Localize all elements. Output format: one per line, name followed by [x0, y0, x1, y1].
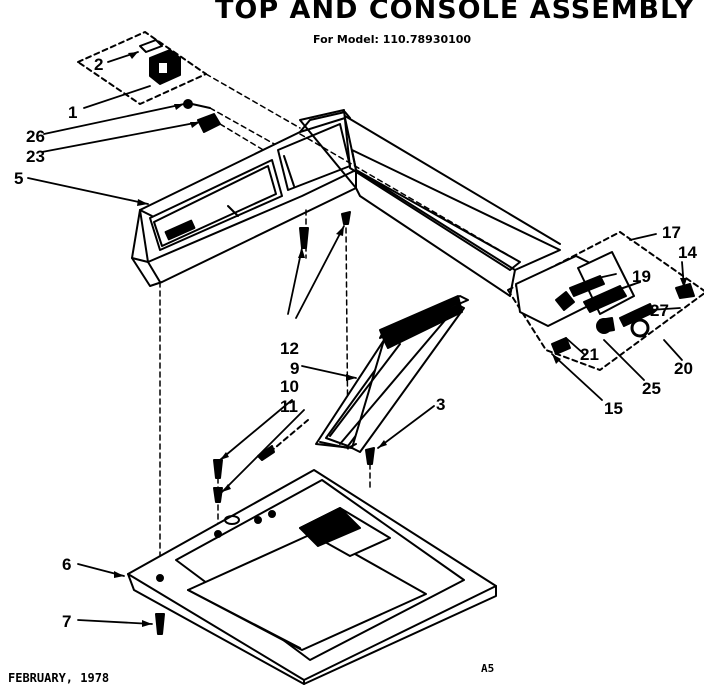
callout-20: 20: [674, 359, 693, 378]
callout-14: 14: [678, 243, 697, 262]
screw-part-26: [183, 99, 211, 109]
callout-6: 6: [62, 555, 71, 574]
callout-15: 15: [604, 399, 623, 418]
callout-25: 25: [642, 379, 661, 398]
callout-23: 23: [26, 147, 45, 166]
callout-7: 7: [62, 612, 71, 631]
callout-21: 21: [580, 345, 599, 364]
knob-part: [139, 39, 181, 85]
hinge-screw-part-11: [213, 419, 375, 503]
callout-17: 17: [662, 223, 681, 242]
foot-screw-part-7: [155, 613, 165, 635]
clip-part-23: [197, 113, 221, 133]
footer-page-number: A5: [481, 662, 495, 675]
callout-labels: 2 1 26 23 5 12 9 10 11 3 6 7 17 14 19 27…: [14, 55, 697, 631]
top-panel-part-6: [127, 469, 497, 685]
callout-19: 19: [632, 267, 651, 286]
footer-date: FEBRUARY, 1978: [8, 671, 110, 685]
callout-3: 3: [436, 395, 445, 414]
model-subtitle: For Model: 110.78930100: [313, 33, 472, 46]
callout-10: 10: [280, 377, 299, 396]
leader-arrowheads: [114, 52, 687, 627]
lid-part-9: [315, 295, 469, 453]
callout-27: 27: [650, 301, 669, 320]
callout-2: 2: [94, 55, 103, 74]
diagram-title: TOP AND CONSOLE ASSEMBLY: [215, 0, 695, 25]
control-bracket-part-17: [515, 251, 695, 355]
leader-arrows: [27, 51, 685, 625]
callout-11: 11: [280, 397, 298, 416]
callout-5: 5: [14, 169, 23, 188]
callout-9: 9: [290, 359, 299, 378]
rear-bracket-bar: [299, 109, 561, 297]
callout-26: 26: [26, 127, 45, 146]
screw-part-12: [299, 211, 351, 249]
callout-1: 1: [68, 103, 77, 122]
control-bracket-outline: [507, 231, 704, 371]
callout-12: 12: [280, 339, 299, 358]
